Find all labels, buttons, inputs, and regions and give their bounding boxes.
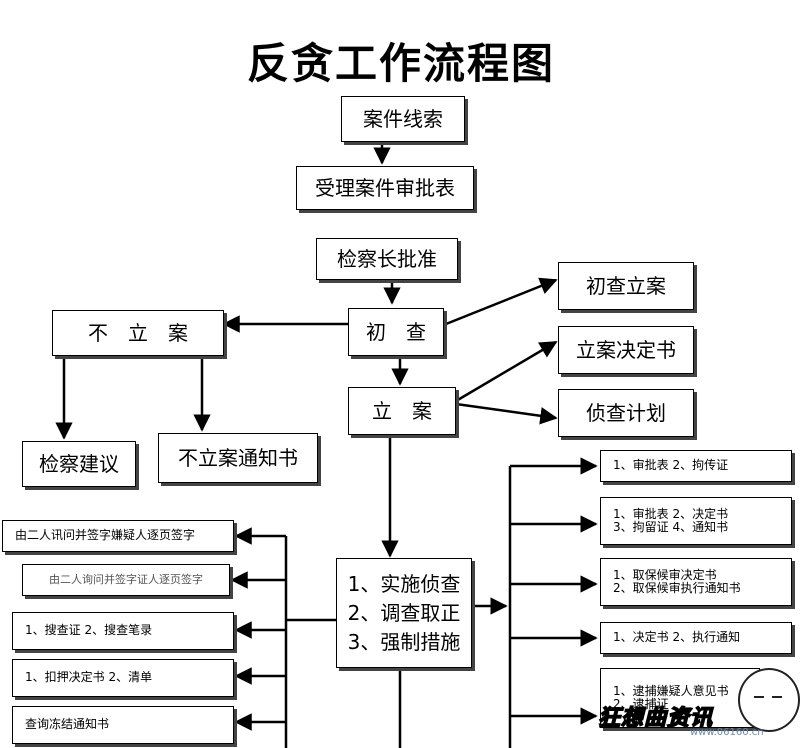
right-item-bail-line-2: 2、取保候审执行通知书: [613, 581, 741, 595]
right-item-summons-line: 1、审批表 2、拘传证: [613, 458, 729, 473]
investigation-box: 1、实施侦查 2、调查取正 3、强制措施: [336, 558, 472, 668]
right-item-residence: 1、决定书 2、执行通知: [600, 622, 792, 654]
right-item-detention: 1、审批表 2、决定书 3、拘留证 4、通知书: [600, 497, 792, 545]
arrow-prelim-to-prelimfiling: [445, 277, 558, 326]
case-clue-box: 案件线索: [341, 96, 465, 142]
watermark-text: 狂想曲资讯: [597, 705, 714, 732]
preliminary-box: 初 查: [348, 308, 444, 356]
chief-approval-box: 检察长批准: [316, 238, 458, 280]
filing-decision-box: 立案决定书: [558, 326, 694, 374]
no-filing-box: 不 立 案: [52, 310, 224, 356]
mascot-eye-left: [754, 696, 764, 704]
right-item-bail-line-1: 1、取保候审决定书: [613, 567, 717, 582]
right-item-summons: 1、审批表 2、拘传证: [600, 450, 792, 482]
right-item-bail: 1、取保候审决定书 2、取保候审执行通知书: [600, 558, 792, 606]
mascot-eye-right: [772, 696, 782, 704]
no-filing-notice-box: 不立案通知书: [158, 433, 318, 483]
page-title: 反贪工作流程图: [246, 39, 555, 88]
left-item-seizure: 1、扣押决定书 2、清单: [12, 659, 234, 697]
left-item-freeze: 查询冻结通知书: [12, 706, 234, 744]
left-item-search: 1、搜查证 2、搜查笔录: [12, 612, 234, 650]
right-item-detention-line-2: 3、拘留证 4、通知书: [613, 520, 729, 534]
mascot-logo: [738, 668, 800, 732]
right-item-arrest-line-1: 1、逮捕嫌疑人意见书: [613, 683, 729, 698]
right-item-residence-line: 1、决定书 2、执行通知: [613, 630, 741, 645]
investigation-step-1: 1、实施侦查: [347, 571, 461, 596]
right-item-arrest-line-2: 2、逮捕证: [613, 697, 669, 711]
left-item-interrogation: 由二人讯问并签字嫌疑人逐页签字: [2, 520, 234, 552]
arrow-filing-to-plan: [455, 402, 558, 425]
investigation-plan-box: 侦查计划: [558, 389, 694, 437]
left-item-witness: 由二人询问并签字证人逐页签字: [22, 564, 230, 596]
filing-box: 立 案: [348, 387, 456, 435]
right-item-detention-line-1: 1、审批表 2、决定书: [613, 506, 729, 521]
investigation-step-3: 3、强制措施: [347, 629, 461, 654]
investigation-step-2: 2、调查取正: [347, 600, 461, 625]
procuratorial-advice-box: 检察建议: [22, 441, 136, 487]
prelim-filing-box: 初查立案: [558, 262, 694, 310]
acceptance-form-box: 受理案件审批表: [296, 166, 474, 210]
arrow-filing-to-decision: [455, 340, 558, 403]
watermark-url: www.06160.cn: [690, 727, 764, 738]
right-item-arrest: 1、逮捕嫌疑人意见书 2、逮捕证: [600, 668, 760, 728]
